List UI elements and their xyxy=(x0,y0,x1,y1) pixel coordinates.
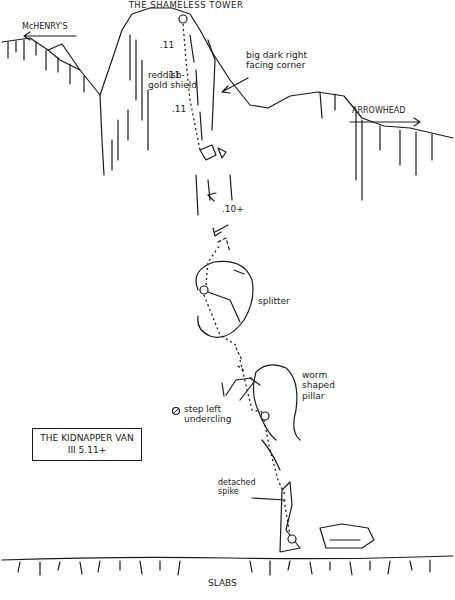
grade-label: .11 xyxy=(166,70,180,80)
place-name: ARROWHEAD xyxy=(352,106,406,115)
grade-label: .11 xyxy=(172,104,186,114)
grade-label: .10+ xyxy=(222,204,244,214)
diagram-title: THE SHAMELESS TOWER xyxy=(129,0,244,10)
feature-label: detached spike xyxy=(218,478,258,496)
feature-label: big dark right facing corner xyxy=(246,50,328,71)
route-name: THE KIDNAPPER VAN xyxy=(39,433,135,445)
grade-label: .11 xyxy=(160,40,174,50)
place-name: SLABS xyxy=(208,578,237,588)
feature-label: splitter xyxy=(258,296,290,306)
feature-label: step left undercling xyxy=(184,404,240,425)
feature-label: worm shaped pillar xyxy=(302,370,358,401)
route-grade: III 5.11+ xyxy=(39,445,135,457)
route-name-box: THE KIDNAPPER VANIII 5.11+ xyxy=(32,428,142,461)
place-name: McHENRY'S xyxy=(22,22,68,31)
